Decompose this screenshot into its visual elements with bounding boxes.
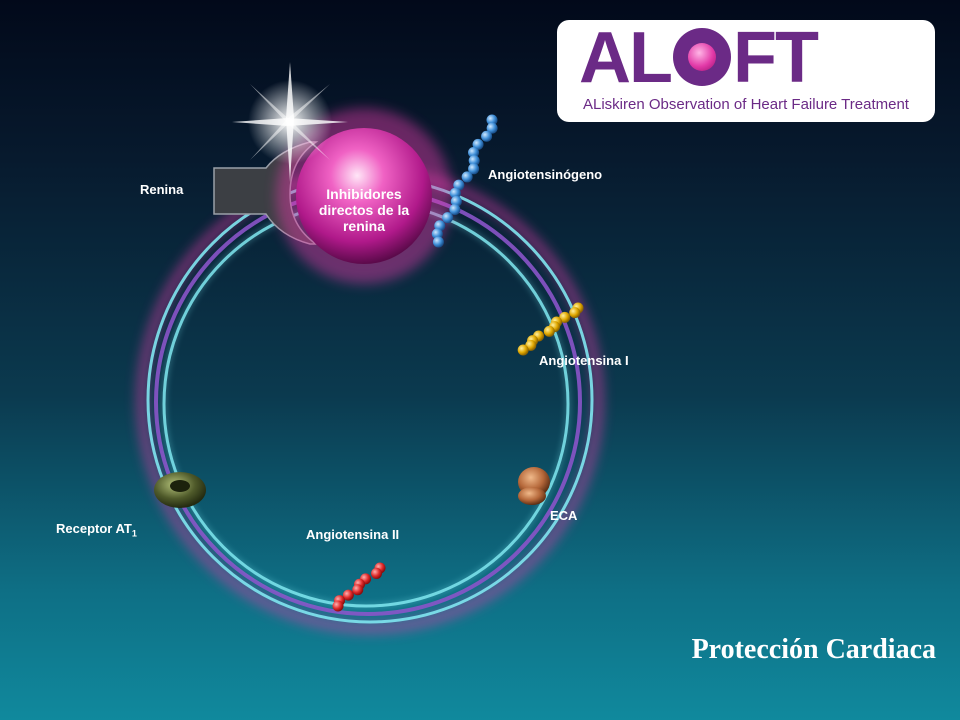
molecule-bead (371, 567, 383, 579)
lens-flare (232, 62, 348, 182)
molecule-bead (432, 236, 444, 248)
angiotensin-ii-molecule-chain (332, 562, 386, 612)
inhibitor-label: Inhibidores directos de la renina (318, 186, 410, 234)
angiotensinogen-label: Angiotensinógeno (488, 167, 603, 182)
at1-subscript: 1 (131, 528, 137, 539)
molecule-bead (486, 122, 498, 134)
angiotensinogen-molecule-chain (431, 114, 498, 248)
molecule-bead (332, 600, 344, 612)
receptor-icon (154, 472, 206, 508)
angiotensin-ii-label: Angiotensina II (306, 527, 400, 542)
molecule-bead (517, 344, 529, 356)
slide-caption: Protección Cardiaca (691, 634, 936, 665)
angiotensin-i-label: Angiotensina I (539, 353, 629, 368)
logo-word-end: FT (732, 20, 819, 98)
logo-subtitle: ALiskiren Observation of Heart Failure T… (583, 96, 909, 113)
ace-label: ECA (550, 508, 578, 523)
molecule-bead (472, 138, 484, 150)
molecule-bead (461, 171, 473, 183)
molecule-bead (342, 589, 354, 601)
molecule-bead (442, 212, 454, 224)
molecule-bead (569, 307, 581, 319)
molecule-bead (449, 203, 461, 215)
molecule-bead (486, 114, 498, 126)
molecule-bead (468, 147, 480, 159)
at1-receptor-label: Receptor AT1 (56, 521, 137, 539)
molecule-bead (431, 228, 443, 240)
angiotensin-i-molecule-chain (517, 302, 584, 356)
inhibitor-sphere-icon (296, 128, 432, 264)
renin-label: Renina (140, 182, 184, 197)
molecule-bead (543, 325, 555, 337)
molecule-bead (468, 155, 480, 167)
ace-enzyme-icon (518, 467, 550, 505)
molecule-bead (481, 130, 493, 142)
molecule-bead (352, 584, 364, 596)
logo-o-icon (672, 28, 731, 86)
molecule-bead (468, 163, 480, 175)
logo-word-start: AL (579, 20, 673, 98)
at1-receptor-text: Receptor AT (56, 521, 132, 536)
molecule-bead (450, 195, 462, 207)
molecule-bead (449, 187, 461, 199)
molecule-bead (559, 311, 571, 323)
